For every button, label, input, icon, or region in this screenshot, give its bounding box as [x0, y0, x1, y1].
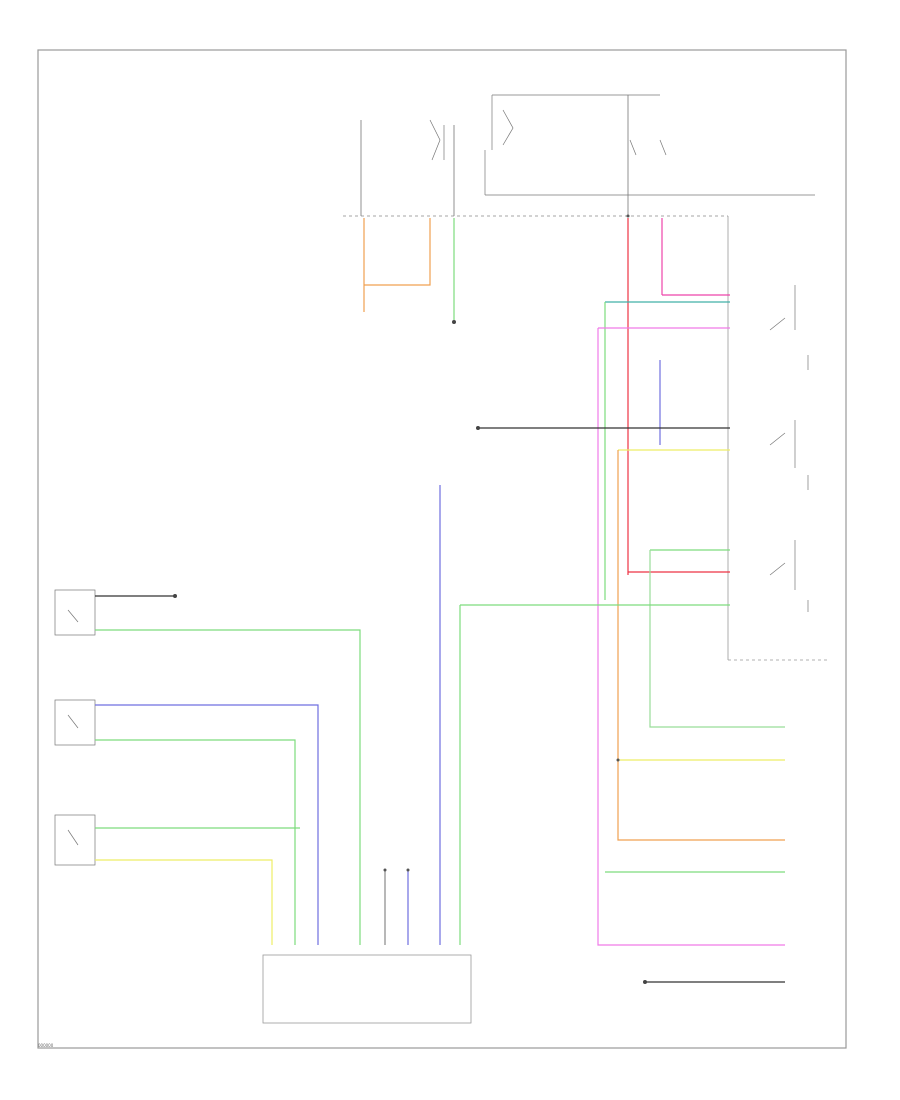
fuse-box-area: [343, 94, 828, 661]
ground-icon: [173, 320, 647, 984]
sensor-wires: [95, 595, 409, 945]
relay-coil-icon: [429, 109, 667, 161]
fuse-stubs: [363, 218, 663, 575]
page-id: 000000: [38, 1043, 54, 1048]
splice-icon: [383, 214, 630, 872]
relay-feed-wires: [439, 294, 785, 983]
sensor-switch-icon: [54, 589, 96, 866]
diagram-border: [37, 49, 847, 1049]
relay-switch-icon: [769, 285, 809, 612]
control-module-box: [262, 954, 472, 1024]
